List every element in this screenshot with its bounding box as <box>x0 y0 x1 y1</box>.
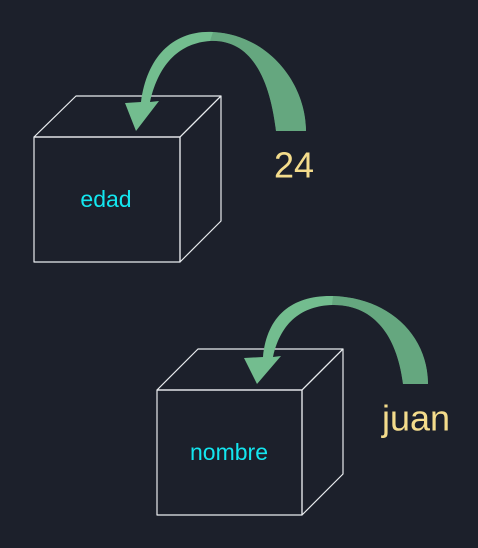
box-icon <box>156 348 344 516</box>
curved-arrow-icon <box>125 31 306 132</box>
variable-value-text: 24 <box>274 145 314 186</box>
variable-nombre: nombre juan <box>156 295 450 516</box>
variable-edad: edad 24 <box>33 31 314 263</box>
arrow-shade <box>332 296 428 384</box>
variable-value-text: juan <box>381 398 450 439</box>
variable-name-label: nombre <box>190 439 268 465</box>
box-right-face <box>301 348 344 516</box>
arrow-shade <box>210 32 306 131</box>
box-icon <box>33 95 222 263</box>
box-right-face <box>179 95 222 263</box>
box-top-face <box>33 95 222 138</box>
variable-name-label: edad <box>80 186 131 212</box>
curved-arrow-icon <box>244 295 428 384</box>
